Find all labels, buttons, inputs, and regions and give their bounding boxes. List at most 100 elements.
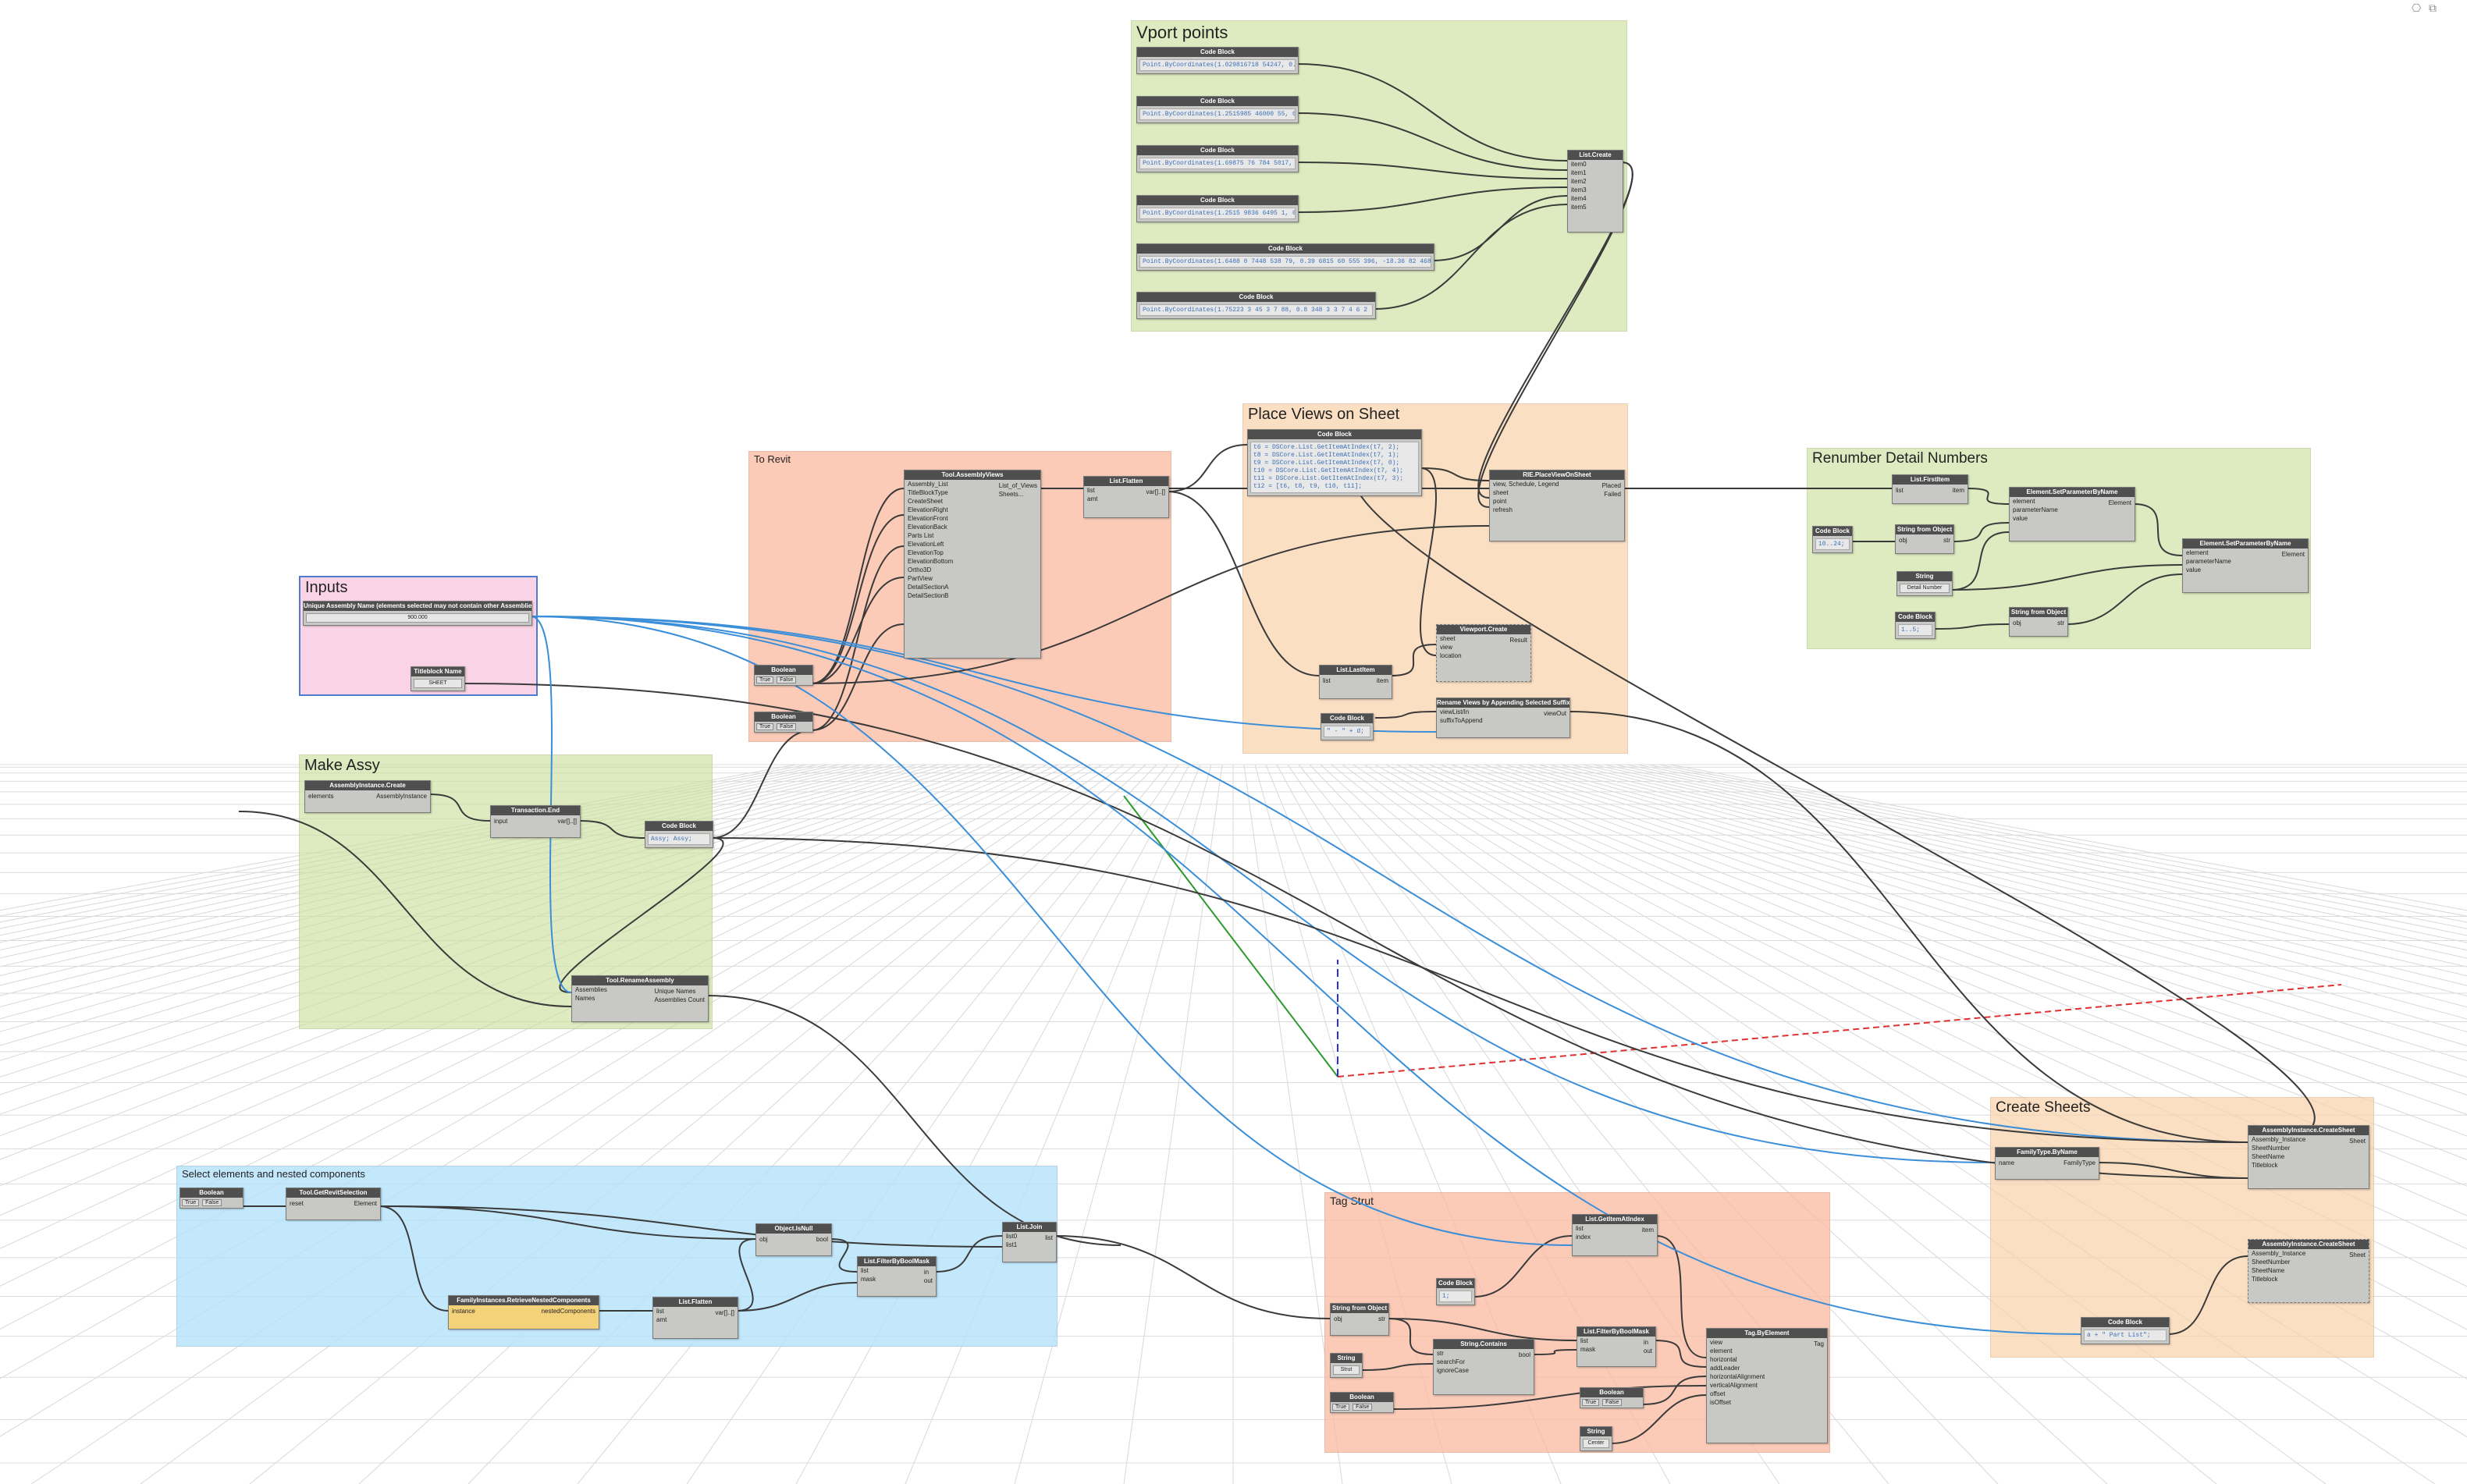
input-port[interactable]: CreateSheet bbox=[908, 498, 943, 505]
input-port[interactable]: input bbox=[494, 818, 508, 825]
retrieve-nested-components-node[interactable]: FamilyInstances.RetrieveNestedComponents… bbox=[448, 1295, 599, 1330]
false-radio[interactable]: False bbox=[777, 723, 797, 730]
input-port[interactable]: obj bbox=[1334, 1315, 1342, 1322]
output-port[interactable]: Element bbox=[354, 1200, 377, 1207]
input-port[interactable]: list0 bbox=[1006, 1233, 1018, 1240]
true-radio[interactable]: True bbox=[1582, 1399, 1600, 1406]
input-port[interactable]: refresh bbox=[1493, 506, 1513, 513]
code-text[interactable]: t6 = DSCore.List.GetItemAtIndex(t7, 2); … bbox=[1250, 442, 1419, 493]
code-text[interactable]: 1..5; bbox=[1898, 624, 1932, 636]
input-port[interactable]: DetailSectionB bbox=[908, 592, 949, 599]
input-port[interactable]: obj bbox=[759, 1236, 768, 1243]
output-port[interactable]: out bbox=[1643, 1347, 1652, 1354]
output-port[interactable]: in bbox=[1643, 1339, 1649, 1346]
output-port[interactable]: bool bbox=[816, 1236, 828, 1243]
layout-icon[interactable]: ⎔ bbox=[2412, 2, 2422, 14]
code-block-node[interactable]: Code Block t6 = DSCore.List.GetItemAtInd… bbox=[1247, 429, 1422, 496]
input-port[interactable]: obj bbox=[1899, 537, 1907, 544]
input-port[interactable]: DetailSectionA bbox=[908, 584, 949, 591]
input-port[interactable]: reset bbox=[290, 1200, 304, 1207]
output-port[interactable]: Tag bbox=[1814, 1340, 1824, 1347]
input-port[interactable]: point bbox=[1493, 498, 1507, 505]
viewport-create-node[interactable]: Viewport.Create sheet view location Resu… bbox=[1436, 624, 1531, 682]
input-port[interactable]: list bbox=[861, 1267, 869, 1274]
rename-views-node[interactable]: Rename Views by Appending Selected Suffi… bbox=[1436, 698, 1570, 738]
code-block-node[interactable]: Code Block 1; bbox=[1436, 1278, 1475, 1305]
output-port[interactable]: out bbox=[923, 1277, 933, 1284]
list-flatten-node[interactable]: List.Flatten list amt var[]..[] bbox=[652, 1297, 738, 1339]
place-view-on-sheet-node[interactable]: RIE.PlaceViewOnSheet view, Schedule, Leg… bbox=[1489, 470, 1625, 541]
output-port[interactable]: Element bbox=[2281, 551, 2305, 558]
code-block-node[interactable]: Code Block Assy; Assy; bbox=[645, 821, 713, 848]
input-port[interactable]: element bbox=[2186, 549, 2209, 556]
output-port[interactable]: AssemblyInstance bbox=[376, 793, 427, 800]
input-port[interactable]: mask bbox=[1580, 1346, 1596, 1353]
input-port[interactable]: suffixToAppend bbox=[1440, 717, 1483, 724]
output-port[interactable]: str bbox=[1943, 537, 1950, 544]
input-port[interactable]: obj bbox=[2013, 620, 2021, 627]
code-text[interactable]: Point.ByCoordinates(1.2515985 46000 55, … bbox=[1139, 108, 1296, 120]
output-port[interactable]: Sheets... bbox=[998, 491, 1024, 498]
code-text[interactable]: Point.ByCoordinates(1.2515 9836 6495 1, … bbox=[1139, 208, 1296, 219]
input-port[interactable]: SheetNumber bbox=[2252, 1145, 2291, 1152]
input-port[interactable]: sheet bbox=[1440, 635, 1456, 642]
input-port[interactable]: item4 bbox=[1571, 195, 1587, 202]
input-port[interactable]: list bbox=[1087, 487, 1095, 494]
unique-assembly-name-node[interactable]: Unique Assembly Name (elements selected … bbox=[303, 601, 532, 626]
input-port[interactable]: item3 bbox=[1571, 186, 1587, 193]
false-radio[interactable]: False bbox=[202, 1199, 222, 1206]
input-port[interactable]: offset bbox=[1710, 1390, 1726, 1397]
output-port[interactable]: Element bbox=[2108, 499, 2131, 506]
list-flatten-node[interactable]: List.Flatten list amt var[]..[] bbox=[1083, 476, 1169, 518]
input-port[interactable]: list bbox=[1580, 1337, 1588, 1344]
input-port[interactable]: ignoreCase bbox=[1437, 1367, 1469, 1374]
input-port[interactable]: horizontal bbox=[1710, 1356, 1737, 1363]
input-port[interactable]: ElevationBack bbox=[908, 524, 947, 531]
output-port[interactable]: var[]..[] bbox=[1146, 488, 1165, 495]
input-port[interactable]: list bbox=[1576, 1225, 1584, 1232]
assembly-name-input[interactable]: 900.000 bbox=[306, 613, 529, 623]
code-text[interactable]: a + " Part List"; bbox=[2084, 1330, 2167, 1341]
output-port[interactable]: item bbox=[1641, 1227, 1654, 1234]
true-radio[interactable]: True bbox=[756, 723, 774, 730]
string-node[interactable]: String Detail Number bbox=[1896, 571, 1953, 596]
output-port[interactable]: str bbox=[2057, 620, 2064, 627]
list-create-node[interactable]: List.Create item0 item1 item2 item3 item… bbox=[1567, 150, 1623, 233]
filter-by-bool-mask-node[interactable]: List.FilterByBoolMask list mask in out bbox=[1577, 1326, 1656, 1367]
output-port[interactable]: Placed bbox=[1601, 482, 1621, 489]
input-port[interactable]: location bbox=[1440, 652, 1462, 659]
input-port[interactable]: TitleBlockType bbox=[908, 489, 948, 496]
input-port[interactable]: Titleblock bbox=[2252, 1276, 2278, 1283]
code-text[interactable]: Assy; Assy; bbox=[648, 833, 710, 845]
input-port[interactable]: instance bbox=[452, 1308, 475, 1315]
input-port[interactable]: list bbox=[656, 1308, 664, 1315]
create-sheet-node[interactable]: AssemblyInstance.CreateSheet Assembly_In… bbox=[2248, 1125, 2369, 1189]
filter-by-bool-mask-node[interactable]: List.FilterByBoolMask list mask in out bbox=[857, 1256, 937, 1297]
false-radio[interactable]: False bbox=[1602, 1399, 1623, 1406]
input-port[interactable]: index bbox=[1576, 1234, 1591, 1241]
export-icon[interactable]: ⧉ bbox=[2429, 2, 2437, 14]
titleblock-name-node[interactable]: Titleblock Name SHEET bbox=[411, 666, 465, 691]
string-input[interactable]: Strut bbox=[1333, 1365, 1360, 1375]
input-port[interactable]: element bbox=[1710, 1347, 1733, 1354]
string-contains-node[interactable]: String.Contains str searchFor ignoreCase… bbox=[1433, 1339, 1534, 1395]
input-port[interactable]: SheetName bbox=[2252, 1153, 2285, 1160]
input-port[interactable]: item1 bbox=[1571, 169, 1587, 176]
input-port[interactable]: name bbox=[1999, 1159, 2015, 1166]
false-radio[interactable]: False bbox=[1353, 1404, 1373, 1411]
code-text[interactable]: Point.ByCoordinates(1.69875 76 784 5017,… bbox=[1139, 158, 1296, 169]
input-port[interactable]: elements bbox=[308, 793, 334, 800]
code-block-node[interactable]: Code Block Point.ByCoordinates(1.2515985… bbox=[1136, 96, 1299, 123]
output-port[interactable]: viewOut bbox=[1544, 710, 1566, 717]
rename-assembly-node[interactable]: Tool.RenameAssembly Assemblies Names Uni… bbox=[571, 975, 709, 1022]
input-port[interactable]: ElevationLeft bbox=[908, 541, 944, 548]
list-join-node[interactable]: List.Join list0 list1 list bbox=[1002, 1222, 1057, 1262]
input-port[interactable]: list bbox=[1896, 487, 1904, 494]
output-port[interactable]: Sheet bbox=[2349, 1251, 2366, 1259]
